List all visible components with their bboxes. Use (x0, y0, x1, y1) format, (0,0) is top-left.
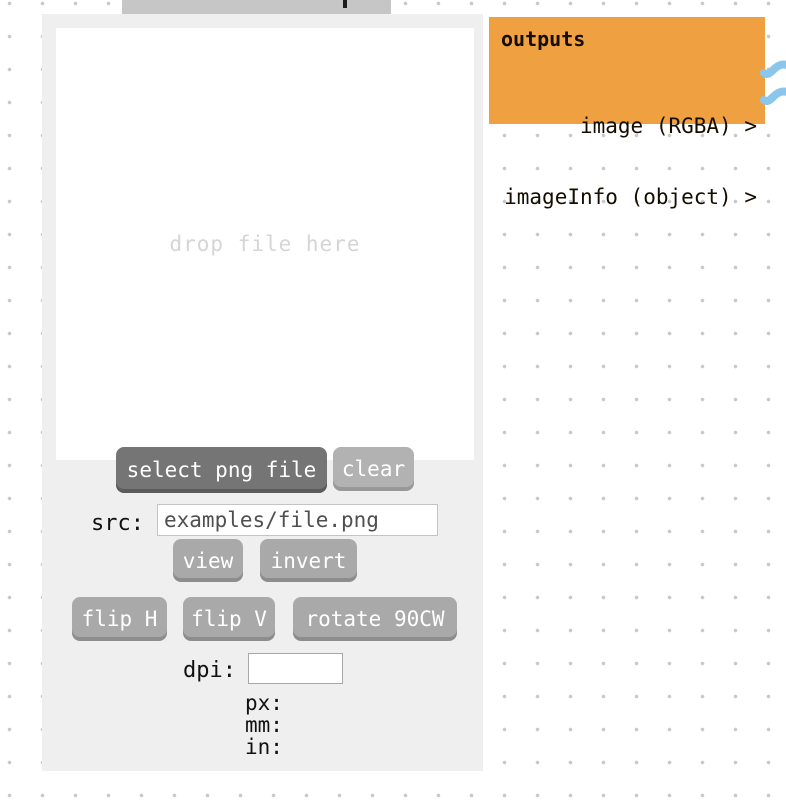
file-drop-zone[interactable]: drop file here (56, 28, 474, 460)
flip-v-button[interactable]: flip V (183, 597, 275, 641)
dpi-input[interactable] (248, 653, 343, 684)
select-png-file-button[interactable]: select png file (116, 447, 327, 493)
px-label: px: (245, 691, 283, 715)
invert-button[interactable]: invert (260, 539, 357, 582)
outputs-panel: outputs image (RGBA) > imageInfo (object… (489, 17, 765, 208)
in-label: in: (245, 735, 283, 759)
clear-button[interactable]: clear (333, 447, 414, 491)
outputs-panel-title: outputs (501, 27, 586, 51)
drop-zone-label: drop file here (169, 232, 361, 256)
src-label: src: (91, 511, 144, 536)
output-port-imageinfo[interactable]: imageInfo (object) > (504, 184, 757, 209)
view-button[interactable]: view (173, 539, 243, 582)
output-port-image[interactable]: image (RGBA) > (579, 114, 757, 138)
wire-image-output (760, 60, 786, 79)
dpi-label: dpi: (183, 658, 236, 683)
flip-h-button[interactable]: flip H (72, 597, 167, 641)
load-image-node-panel: drop file here select png file clear src… (42, 14, 483, 771)
node-title-remnant (343, 0, 347, 8)
node-title-bar[interactable] (122, 0, 391, 14)
wire-imageinfo-output (760, 87, 786, 106)
src-input[interactable] (157, 504, 438, 536)
rotate-90cw-button[interactable]: rotate 90CW (293, 597, 457, 641)
mm-label: mm: (245, 713, 283, 737)
